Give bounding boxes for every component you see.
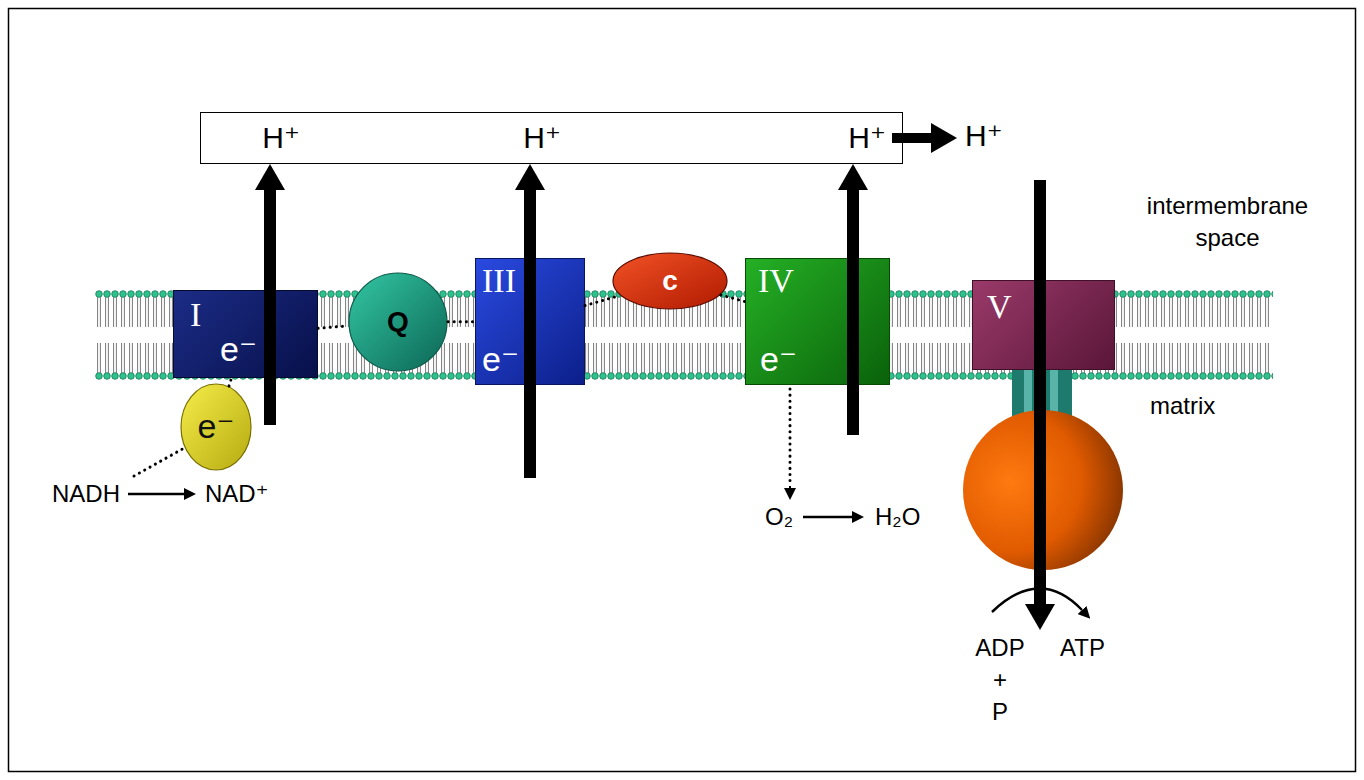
electron-label: e⁻	[198, 407, 235, 446]
complex-number: I	[190, 295, 201, 334]
electron-path	[318, 326, 348, 328]
molecule-label: NADH	[52, 480, 120, 508]
electron-path	[134, 447, 186, 476]
label-anchor: ADP	[975, 634, 1024, 662]
ubiquinone-circle: Q	[348, 272, 448, 372]
complex-box: IV e⁻	[745, 258, 890, 385]
ion-label: H⁺	[837, 121, 897, 156]
electron-path	[229, 378, 232, 386]
ellipse-fill	[613, 253, 727, 309]
complex-number: IV	[758, 261, 794, 300]
region-label: intermembrane space	[1140, 190, 1315, 255]
cytochrome-ellipse: c	[612, 252, 728, 310]
reaction-arrow	[803, 516, 852, 519]
region-label: matrix	[1150, 392, 1215, 420]
proton-pump-arrow	[847, 190, 859, 385]
proton-return-arrow	[1034, 180, 1046, 604]
ion-label: H⁺	[965, 119, 1003, 154]
complex-box: V	[972, 280, 1115, 370]
proton-arrow-tail	[847, 384, 859, 435]
complex-box: Ie⁻	[173, 290, 318, 378]
label-anchor: NADH	[52, 480, 120, 508]
carrier-label: Q	[387, 306, 409, 338]
label-anchor: H⁺	[965, 119, 1003, 154]
label-anchor: matrix	[1150, 392, 1215, 420]
phosphorylation-arrow	[992, 588, 1082, 612]
electron-path	[721, 295, 745, 302]
reaction-arrow	[128, 493, 184, 496]
label-anchor: +	[993, 666, 1007, 694]
electron-label: e⁻	[482, 340, 519, 379]
proton-pool-box: H⁺ H⁺ H⁺	[200, 112, 903, 164]
label-anchor: NAD⁺	[205, 480, 268, 508]
label-anchor: H₂O	[875, 503, 920, 531]
molecule-label: O₂	[765, 503, 793, 531]
operator-label: +	[993, 666, 1007, 694]
electron-path	[585, 296, 620, 306]
molecule-label: H₂O	[875, 503, 920, 531]
label-anchor: O₂	[765, 503, 793, 531]
frame	[9, 9, 1356, 772]
electron-path	[789, 389, 792, 486]
label-anchor: intermembrane space	[1140, 190, 1315, 255]
electron-path	[448, 320, 475, 323]
molecule-label: P	[992, 698, 1008, 726]
proton-arrow-tail	[264, 377, 276, 425]
label-anchor: ATP	[1060, 634, 1105, 662]
ellipse-fill	[181, 384, 251, 470]
proton-arrow-tail	[524, 384, 536, 478]
electron-label: e⁻	[760, 340, 797, 379]
proton-pump-arrow	[524, 190, 536, 385]
electron-path-head	[789, 486, 791, 488]
ion-label: H⁺	[512, 121, 572, 156]
carrier-ellipse: e⁻	[180, 383, 252, 471]
electron-label: e⁻	[220, 330, 257, 369]
complex-box: III e⁻	[475, 258, 585, 385]
proton-flow-arrow	[892, 133, 931, 143]
label-anchor: P	[992, 698, 1008, 726]
atp-synthase-head	[963, 410, 1123, 570]
complex-number: V	[987, 287, 1012, 326]
molecule-label: ADP	[975, 634, 1024, 662]
ion-label: H⁺	[251, 121, 311, 156]
ellipse-fill	[349, 273, 447, 371]
complex-number: III	[482, 261, 516, 300]
carrier-label: c	[662, 265, 678, 297]
molecule-label: ATP	[1060, 634, 1105, 662]
proton-pump-arrow	[264, 190, 276, 378]
molecule-label: NAD⁺	[205, 480, 268, 508]
